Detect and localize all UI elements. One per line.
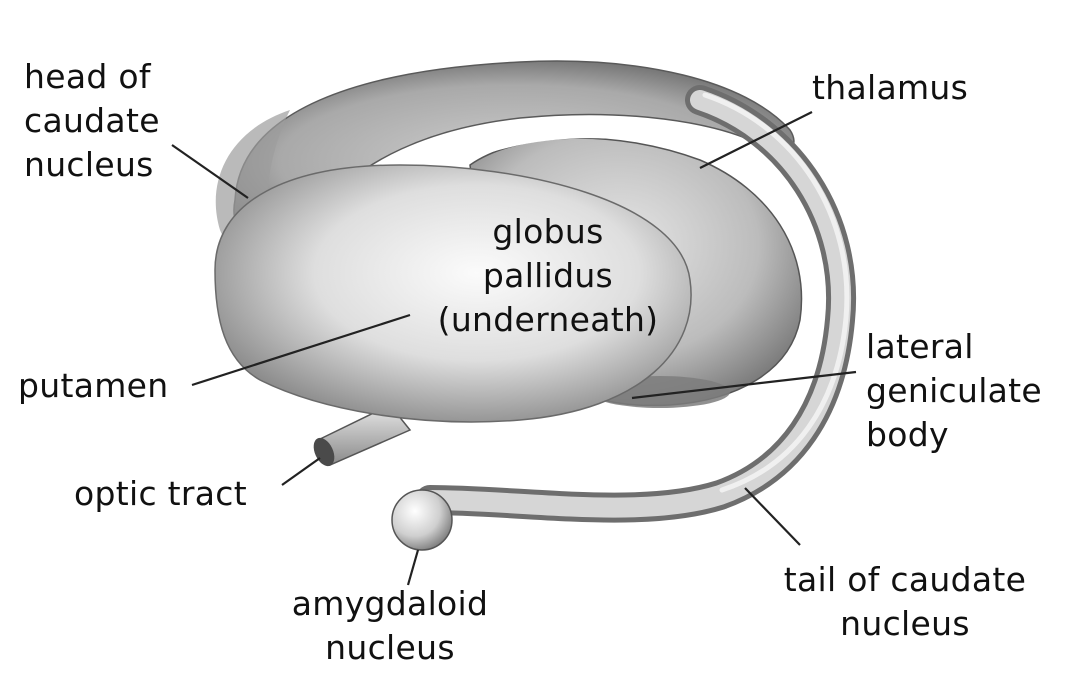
label-putamen: putamen [18,364,169,408]
label-tail-of-caudate-nucleus: tail of caudate nucleus [755,558,1055,646]
label-line: nucleus [840,604,970,643]
label-optic-tract: optic tract [74,472,247,516]
label-line: amygdaloid [291,584,489,623]
caudate-tail-shine [702,92,850,493]
label-line: geniculate [866,371,1043,410]
label-line: (underneath) [437,300,659,339]
label-line: putamen [18,366,169,405]
label-line: body [866,415,949,454]
label-lateral-geniculate-body: lateral geniculate body [866,325,1042,457]
label-line: optic tract [74,474,247,513]
leader-lateral-geniculate [631,370,857,400]
leader-putamen [191,313,411,387]
label-line: head of [24,57,151,96]
label-line: nucleus [24,145,154,184]
optic-tract-structure [313,404,412,467]
label-line: thalamus [812,68,969,107]
label-head-of-caudate-nucleus: head of caudate nucleus [24,55,160,187]
label-globus-pallidus: globus pallidus (underneath) [428,210,668,342]
thalamus-seam [489,133,815,281]
putamen-structure [214,164,692,423]
leader-optic-tract [281,457,321,486]
label-line: tail of caudate [783,560,1027,599]
label-line: lateral [866,327,974,366]
leader-head-of-caudate [171,144,249,199]
amygdaloid-nucleus-structure [391,489,453,551]
leader-lines [171,111,857,586]
leader-amygdaloid [406,549,420,586]
label-amygdaloid-nucleus: amygdaloid nucleus [270,582,510,670]
label-line: pallidus [482,256,614,295]
label-thalamus: thalamus [812,66,968,110]
label-line: globus [492,212,604,251]
leader-tail-of-caudate [744,487,801,546]
label-line: nucleus [325,628,455,667]
leader-thalamus [699,111,813,169]
label-line: caudate [24,101,160,140]
